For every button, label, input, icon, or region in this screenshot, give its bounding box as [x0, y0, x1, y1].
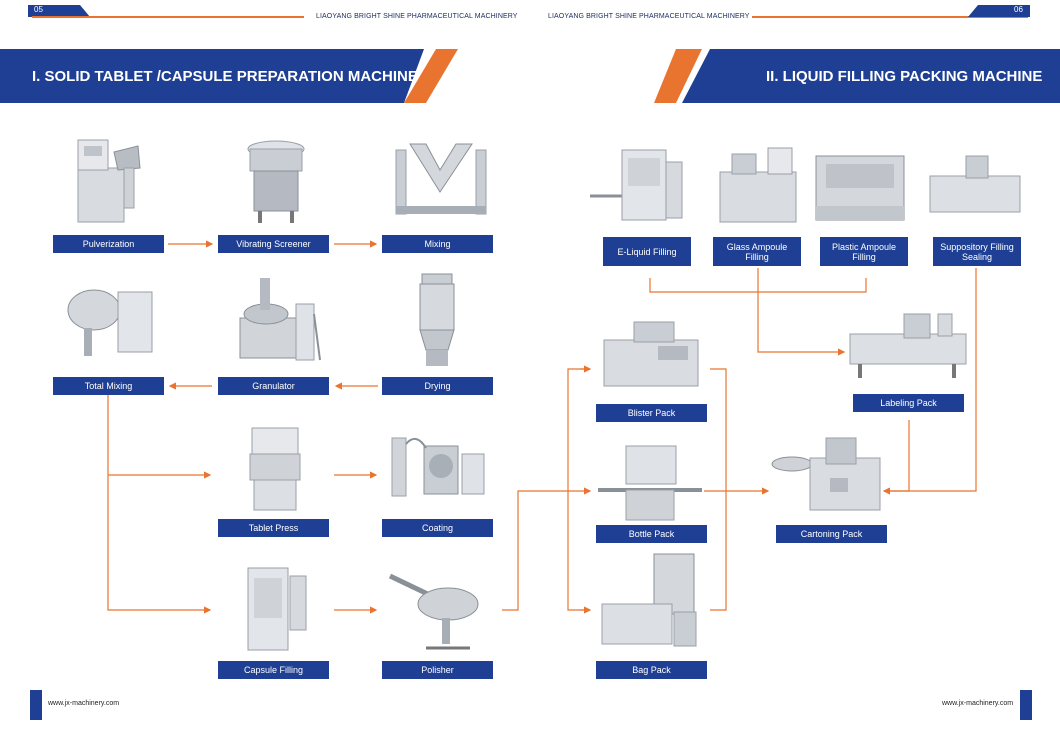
label-cartoning-pack: Cartoning Pack — [776, 525, 887, 543]
label-suppository-filling-sealing: Suppository Filling Sealing — [933, 237, 1021, 266]
label-granulator: Granulator — [218, 377, 329, 395]
label-coating: Coating — [382, 519, 493, 537]
header-rule-left — [32, 16, 304, 18]
plastic-ampoule-filling-image — [815, 155, 905, 221]
section-title-solid: I. SOLID TABLET /CAPSULE PREPARATION MAC… — [32, 68, 418, 85]
label-total-mixing: Total Mixing — [53, 377, 164, 395]
page-tab-shape — [28, 5, 90, 17]
banner-right-graphic — [654, 49, 1060, 103]
coating-machine-image — [391, 437, 485, 497]
e-liquid-filling-image — [590, 149, 683, 221]
pulverizer-image — [77, 139, 141, 223]
capsule-filling-image — [247, 567, 307, 651]
label-blister-pack: Blister Pack — [596, 404, 707, 422]
granulator-image — [239, 278, 321, 361]
polisher-image — [388, 573, 479, 650]
bottle-pack-image — [598, 445, 702, 521]
3d-mixer-image — [67, 289, 153, 356]
label-mixing: Mixing — [382, 235, 493, 253]
footer-bar-left — [30, 690, 42, 720]
label-tablet-press: Tablet Press — [218, 519, 329, 537]
label-plastic-ampoule-filling: Plastic Ampoule Filling — [820, 237, 908, 266]
label-e-liquid-filling: E-Liquid Filling — [603, 237, 691, 266]
blister-pack-image — [603, 321, 699, 387]
label-bottle-pack: Bottle Pack — [596, 525, 707, 543]
footer-url-right[interactable]: www.jx-machinery.com — [942, 700, 1014, 707]
label-drying: Drying — [382, 377, 493, 395]
label-polisher: Polisher — [382, 661, 493, 679]
page-number-tab-right: 06 — [968, 4, 1030, 17]
header-rule-right — [752, 16, 1028, 18]
page-number-right: 06 — [1014, 5, 1023, 14]
glass-ampoule-filling-image — [719, 147, 797, 223]
bag-pack-image — [601, 553, 697, 647]
label-pulverization: Pulverization — [53, 235, 164, 253]
label-vibrating-screener: Vibrating Screener — [218, 235, 329, 253]
header-company-left: LIAOYANG BRIGHT SHINE PHARMACEUTICAL MAC… — [316, 13, 518, 20]
suppository-filling-image — [929, 155, 1021, 213]
banner-left-graphic — [0, 49, 458, 103]
page-tab-shape — [968, 5, 1030, 17]
vibrating-screener-image — [247, 140, 305, 223]
page-number-left: 05 — [34, 5, 43, 14]
label-bag-pack: Bag Pack — [596, 661, 707, 679]
fluid-bed-dryer-image — [419, 273, 455, 366]
v-mixer-image — [395, 143, 487, 215]
label-labeling-pack: Labeling Pack — [853, 394, 964, 412]
footer-bar-right — [1020, 690, 1032, 720]
label-capsule-filling: Capsule Filling — [218, 661, 329, 679]
header-company-right: LIAOYANG BRIGHT SHINE PHARMACEUTICAL MAC… — [548, 13, 750, 20]
section-title-liquid: II. LIQUID FILLING PACKING MACHINE — [766, 68, 1043, 85]
page-number-tab-left: 05 — [28, 4, 90, 17]
cartoning-pack-image — [771, 437, 881, 511]
footer-url-left[interactable]: www.jx-machinery.com — [48, 700, 120, 707]
tablet-press-image — [249, 427, 301, 511]
labeling-pack-image — [849, 313, 967, 378]
label-glass-ampoule-filling: Glass Ampoule Filling — [713, 237, 801, 266]
